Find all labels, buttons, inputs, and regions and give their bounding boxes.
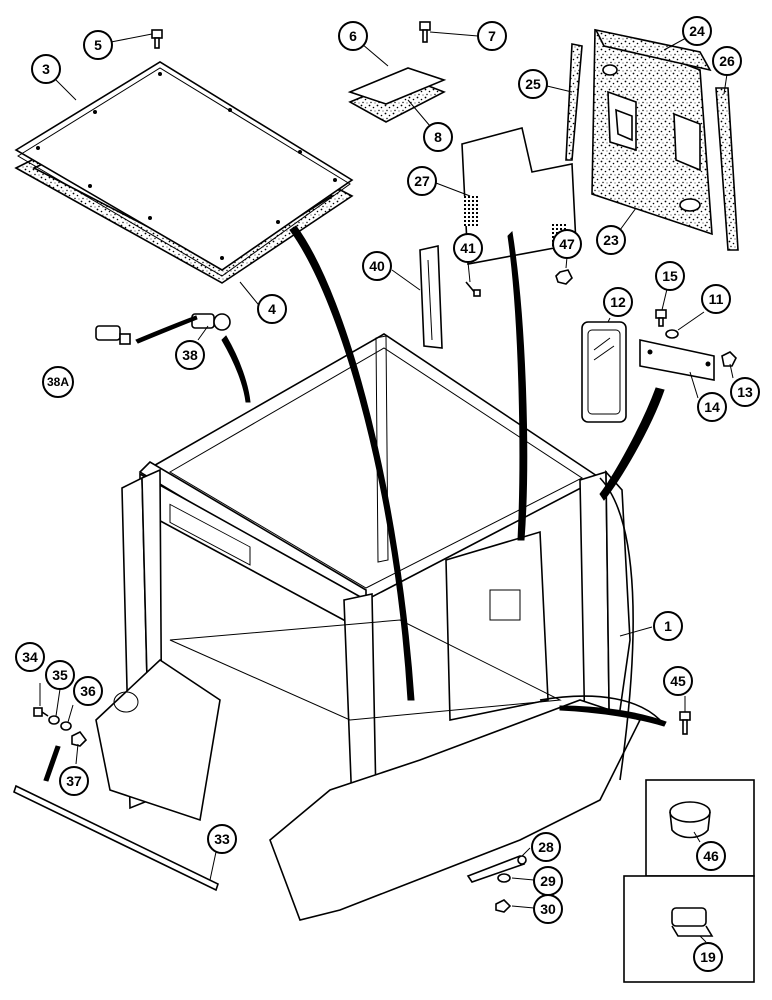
- nut-13: [721, 351, 737, 367]
- plate-6: [347, 67, 447, 123]
- window-12: [581, 321, 627, 423]
- callout-label: 13: [737, 384, 753, 400]
- callout-12: 12: [603, 287, 633, 317]
- callout-37: 37: [59, 766, 89, 796]
- nut-30: [495, 899, 512, 913]
- callout-label: 26: [719, 53, 735, 69]
- callout-label: 34: [22, 649, 38, 665]
- callout-label: 6: [349, 28, 357, 44]
- strap-33: [13, 784, 219, 892]
- callout-label: 15: [662, 268, 678, 284]
- bolt-7: [419, 21, 431, 43]
- foam-strip-24: [594, 28, 712, 72]
- callout-3: 3: [31, 54, 61, 84]
- callout-label: 38: [182, 347, 198, 363]
- callout-1: 1: [653, 611, 683, 641]
- washer-11: [665, 329, 679, 339]
- callout-label: 4: [268, 301, 276, 317]
- leader-strokes: [43, 225, 667, 782]
- cab-frame: [95, 333, 661, 921]
- callout-label: 38A: [47, 375, 69, 389]
- callout-label: 33: [214, 831, 230, 847]
- callout-38a: 38A: [42, 366, 74, 398]
- bolt-15: [655, 309, 667, 327]
- nut-37: [71, 730, 88, 747]
- callout-7: 7: [477, 21, 507, 51]
- callout-label: 14: [704, 399, 720, 415]
- washer-29: [497, 873, 511, 883]
- callout-4: 4: [257, 294, 287, 324]
- switch-38: [191, 313, 231, 331]
- foam-strip-25: [565, 43, 583, 161]
- callout-label: 41: [460, 240, 476, 256]
- insulation-panel-23: [591, 28, 713, 236]
- callout-30: 30: [533, 894, 563, 924]
- callout-label: 46: [703, 848, 719, 864]
- callout-38: 38: [175, 340, 205, 370]
- callout-13: 13: [730, 377, 760, 407]
- bracket-14: [639, 339, 715, 381]
- callout-label: 23: [603, 232, 619, 248]
- callout-5: 5: [83, 30, 113, 60]
- strap-28: [466, 854, 527, 883]
- callout-8: 8: [423, 122, 453, 152]
- bolt-45: [679, 711, 691, 735]
- callout-label: 27: [414, 173, 430, 189]
- callout-label: 36: [80, 683, 96, 699]
- callout-label: 28: [538, 839, 554, 855]
- callout-label: 5: [94, 37, 102, 53]
- trim-40: [419, 245, 443, 349]
- callout-label: 25: [525, 76, 541, 92]
- switch-38a: [95, 325, 131, 345]
- callout-47: 47: [552, 229, 582, 259]
- callout-45: 45: [663, 666, 693, 696]
- inset-box-19: [623, 875, 755, 983]
- callout-11: 11: [701, 284, 731, 314]
- callout-label: 8: [434, 129, 442, 145]
- callout-27: 27: [407, 166, 437, 196]
- callout-6: 6: [338, 21, 368, 51]
- bolt-5: [151, 29, 163, 49]
- callout-35: 35: [45, 660, 75, 690]
- roof-panel: [14, 61, 354, 277]
- washer-36: [60, 721, 72, 731]
- callout-label: 45: [670, 673, 686, 689]
- callout-label: 24: [689, 23, 705, 39]
- callout-15: 15: [655, 261, 685, 291]
- callout-label: 37: [66, 773, 82, 789]
- screw-41: [465, 281, 481, 297]
- foam-strip-26: [715, 87, 739, 251]
- callout-label: 40: [369, 258, 385, 274]
- callout-29: 29: [533, 866, 563, 896]
- callout-label: 30: [540, 901, 556, 917]
- callout-36: 36: [73, 676, 103, 706]
- bolt-34: [33, 707, 49, 717]
- callout-23: 23: [596, 225, 626, 255]
- callout-label: 19: [700, 949, 716, 965]
- callout-40: 40: [362, 251, 392, 281]
- callout-label: 11: [709, 291, 724, 307]
- callout-label: 35: [52, 667, 68, 683]
- callout-26: 26: [712, 46, 742, 76]
- callout-25: 25: [518, 69, 548, 99]
- callout-label: 1: [664, 618, 672, 634]
- callout-19: 19: [693, 942, 723, 972]
- callout-28: 28: [531, 832, 561, 862]
- callout-label: 47: [559, 236, 575, 252]
- callout-14: 14: [697, 392, 727, 422]
- callout-41: 41: [453, 233, 483, 263]
- nut-47: [555, 269, 573, 285]
- callout-label: 29: [540, 873, 556, 889]
- callout-label: 12: [610, 294, 626, 310]
- callout-label: 3: [42, 61, 50, 77]
- callout-24: 24: [682, 16, 712, 46]
- callout-46: 46: [696, 841, 726, 871]
- washer-35: [48, 715, 60, 725]
- callout-33: 33: [207, 824, 237, 854]
- callout-34: 34: [15, 642, 45, 672]
- callout-label: 7: [488, 28, 496, 44]
